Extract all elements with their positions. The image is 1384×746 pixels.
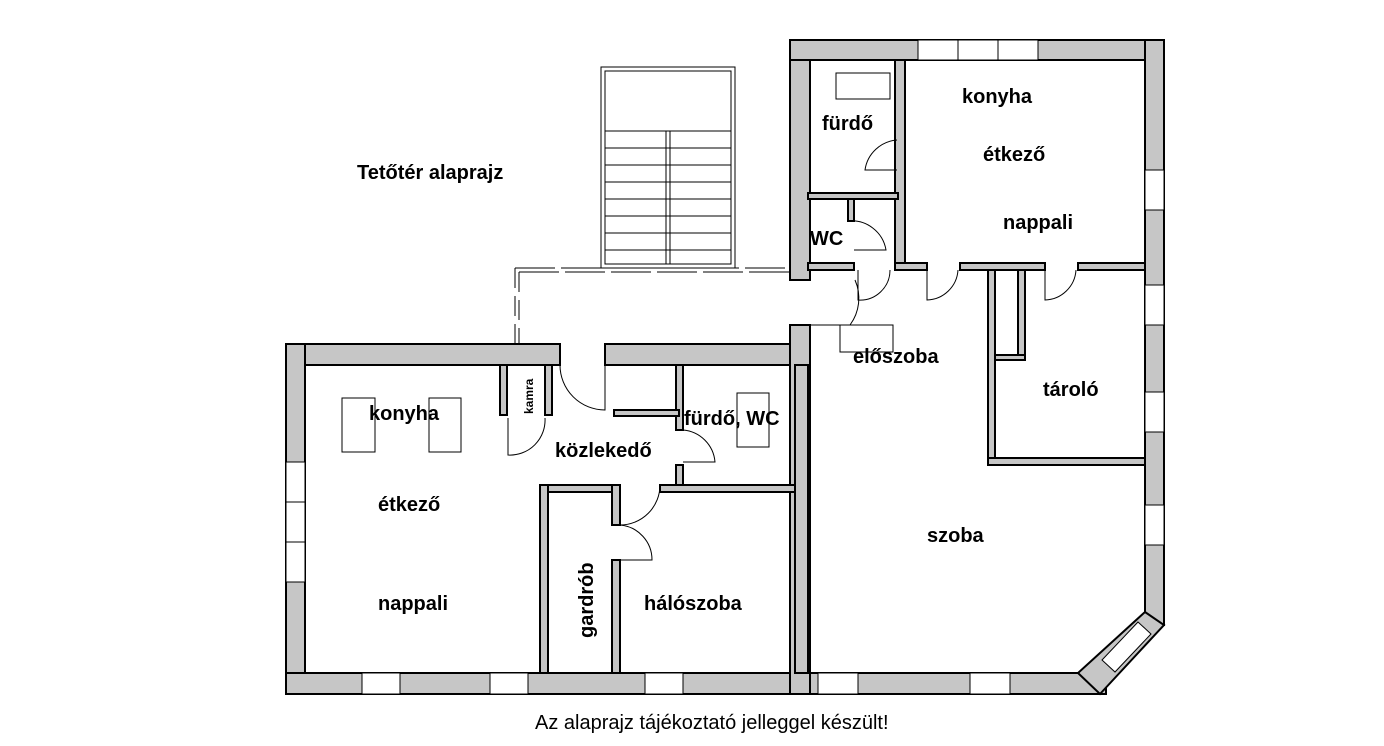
room-label-etkezo-right: étkező xyxy=(983,144,1045,166)
room-label-kozlekedo: közlekedő xyxy=(555,440,652,462)
room-label-gardrob: gardrób xyxy=(576,562,598,638)
room-label-haloszoba: hálószoba xyxy=(644,593,743,615)
room-label-kamra: kamra xyxy=(522,378,536,414)
room-label-furdo-wc: fürdő, WC xyxy=(684,408,780,430)
room-label-konyha-left: konyha xyxy=(369,403,440,425)
room-label-furdo: fürdő xyxy=(822,113,873,135)
disclaimer-caption: Az alaprajz tájékoztató jelleggel készül… xyxy=(535,712,889,734)
room-label-nappali-right: nappali xyxy=(1003,212,1073,234)
room-label-etkezo-left: étkező xyxy=(378,494,440,516)
staircase xyxy=(600,66,736,269)
room-label-wc: WC xyxy=(810,228,843,250)
doors xyxy=(507,139,1077,561)
room-label-eloszoba: előszoba xyxy=(853,346,939,368)
terrace-outline xyxy=(514,267,790,344)
room-label-szoba: szoba xyxy=(927,525,985,547)
fixtures xyxy=(341,72,894,453)
plan-title: Tetőtér alaprajz xyxy=(357,162,503,184)
room-label-tarolo: tároló xyxy=(1043,379,1099,401)
room-label-nappali-left: nappali xyxy=(378,593,448,615)
room-label-konyha-right: konyha xyxy=(962,86,1033,108)
windows xyxy=(285,39,1165,695)
